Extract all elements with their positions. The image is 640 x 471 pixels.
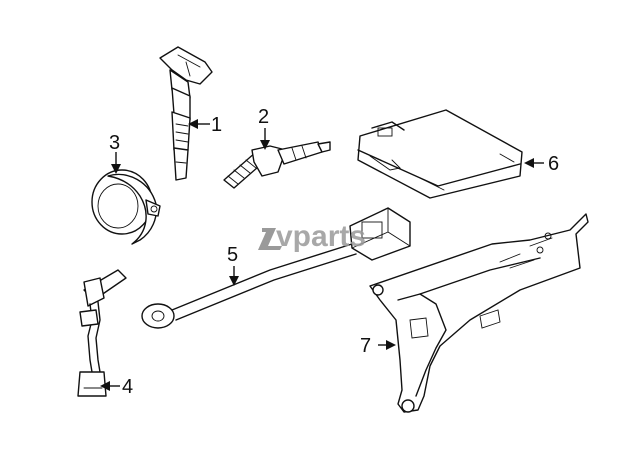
position-sensor[interactable] [77, 269, 127, 397]
callout-5: 5 [227, 244, 239, 286]
callout-7: 7 [360, 335, 396, 357]
callout-label-7: 7 [360, 335, 371, 357]
callout-label-1: 1 [211, 114, 222, 136]
watermark-logo: vparts [258, 220, 366, 253]
callout-label-5: 5 [227, 244, 238, 266]
watermark-text: vparts [276, 220, 366, 253]
callout-label-6: 6 [548, 153, 559, 175]
knock-sensor[interactable] [91, 169, 161, 245]
callout-label-2: 2 [258, 106, 269, 128]
callout-label-4: 4 [122, 376, 133, 398]
engine-control-module[interactable] [357, 109, 523, 199]
callout-6: 6 [524, 153, 559, 175]
bracket[interactable] [369, 213, 589, 413]
sensor-harness[interactable] [141, 207, 411, 329]
ignition-coil[interactable] [159, 46, 213, 181]
callout-2: 2 [258, 106, 270, 150]
callout-label-3: 3 [109, 132, 120, 154]
spark-plug[interactable] [223, 141, 331, 189]
callout-4: 4 [100, 376, 133, 398]
callout-3: 3 [109, 132, 121, 174]
callout-1: 1 [188, 114, 222, 136]
